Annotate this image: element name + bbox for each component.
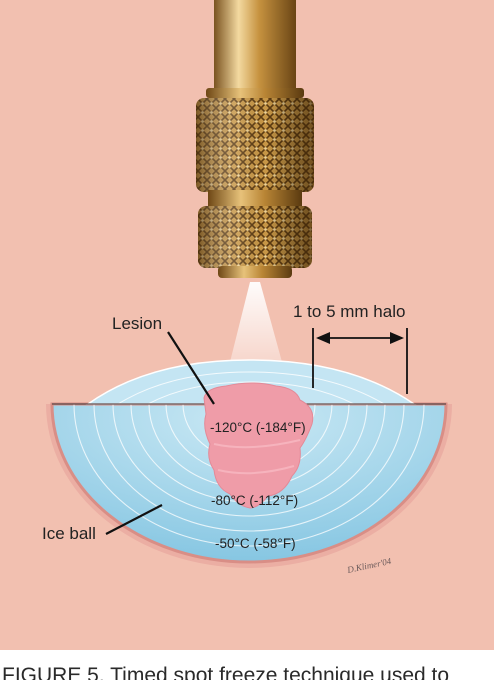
halo-arrow-right: [390, 332, 404, 344]
cryosurgery-diagram: Lesion 1 to 5 mm halo Ice ball -120°C (-…: [42, 0, 452, 576]
ice-ball-label: Ice ball: [42, 524, 96, 543]
halo-label: 1 to 5 mm halo: [293, 302, 405, 321]
figure-caption: FIGURE 5. Timed spot freeze technique us…: [2, 664, 450, 680]
ice-dome: [85, 359, 417, 405]
temp-middle-label: -80°C (-112°F): [211, 493, 298, 508]
caption-band: FIGURE 5. Timed spot freeze technique us…: [0, 650, 494, 680]
lesion-label: Lesion: [112, 314, 162, 333]
cryogen-spray: [230, 282, 282, 362]
lesion-leader: [167, 331, 215, 405]
temp-inner-label: -120°C (-184°F): [210, 420, 306, 435]
lesion: [203, 382, 314, 509]
halo-dimension: [312, 328, 408, 394]
temp-outer-label: -50°C (-58°F): [215, 536, 296, 551]
ice-ball-leader: [105, 504, 163, 535]
halo-arrow-left: [316, 332, 330, 344]
cryo-probe: [196, 0, 314, 278]
